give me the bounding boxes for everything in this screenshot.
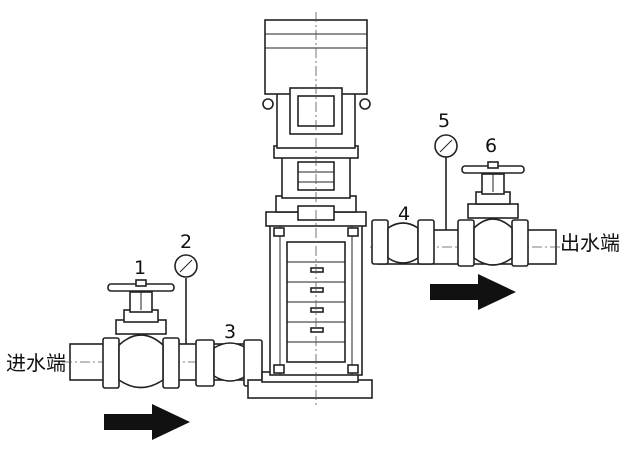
outlet-pressure-gauge	[434, 134, 458, 230]
inlet-flow-arrow	[104, 404, 190, 440]
outlet-label: 出水端	[560, 231, 620, 255]
inlet-flexible-joint	[195, 339, 263, 387]
outlet-flow-arrow	[430, 274, 516, 310]
callout-1-label: 1	[134, 257, 146, 279]
callout-5-label: 5	[438, 110, 450, 132]
vertical-multistage-pump	[247, 12, 373, 405]
callout-2-label: 2	[180, 231, 192, 253]
inlet-pressure-gauge	[174, 254, 198, 344]
outlet-gate-valve	[457, 161, 529, 267]
outlet-flexible-joint	[371, 219, 435, 265]
callout-6-label: 6	[485, 135, 497, 157]
callout-3-label: 3	[224, 321, 236, 343]
inlet-label: 进水端	[6, 351, 66, 375]
inlet-gate-valve	[102, 279, 180, 389]
callout-4-label: 4	[398, 203, 410, 225]
